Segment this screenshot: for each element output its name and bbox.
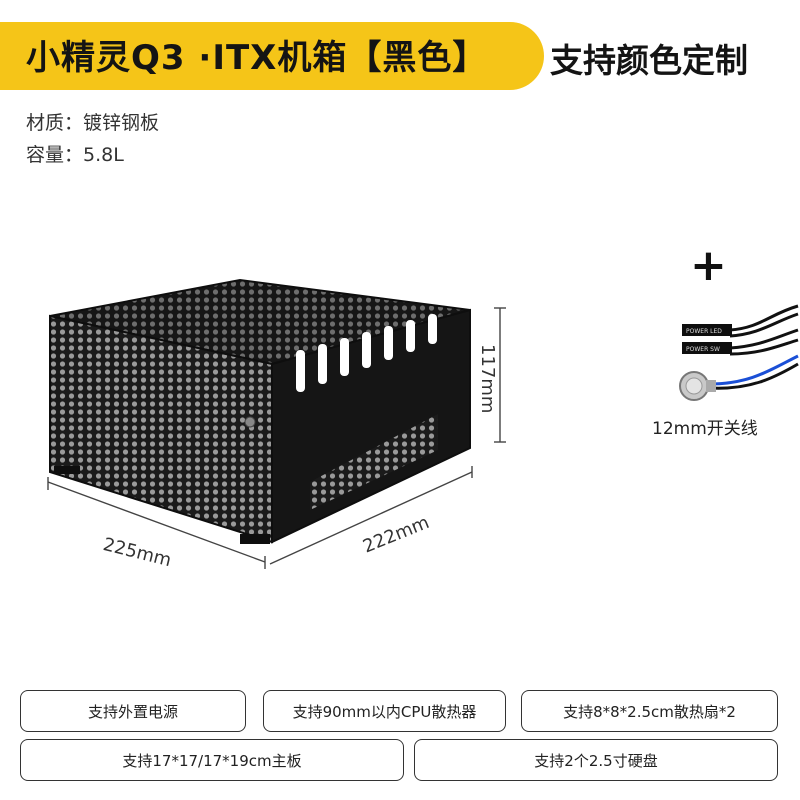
cable-label: 12mm开关线 <box>652 419 758 439</box>
feature-hdd: 支持2个2.5寸硬盘 <box>414 739 778 781</box>
color-customization-note: 支持颜色定制 <box>550 41 748 80</box>
wire-tag-sw: POWER SW <box>686 346 720 353</box>
itx-case-illustration <box>47 278 506 569</box>
wire-tag-led: POWER LED <box>686 328 722 335</box>
switch-cable-illustration: POWER LED POWER SW <box>679 304 799 401</box>
dimension-height: 117mm <box>477 344 498 414</box>
feature-external-psu: 支持外置电源 <box>20 690 246 732</box>
power-button-icon <box>244 416 256 428</box>
title-banner <box>0 22 544 90</box>
case-vent-slots <box>296 314 437 392</box>
feature-cpu-cooler: 支持90mm以内CPU散热器 <box>263 690 506 732</box>
plus-icon: + <box>690 240 727 291</box>
product-title: 小精灵Q3 ·ITX机箱【黑色】 <box>26 38 488 78</box>
feature-fans: 支持8*8*2.5cm散热扇*2 <box>521 690 778 732</box>
feature-motherboard: 支持17*17/17*19cm主板 <box>20 739 404 781</box>
spec-material: 材质：镀锌钢板 <box>26 112 160 134</box>
spec-capacity: 容量：5.8L <box>26 144 124 166</box>
